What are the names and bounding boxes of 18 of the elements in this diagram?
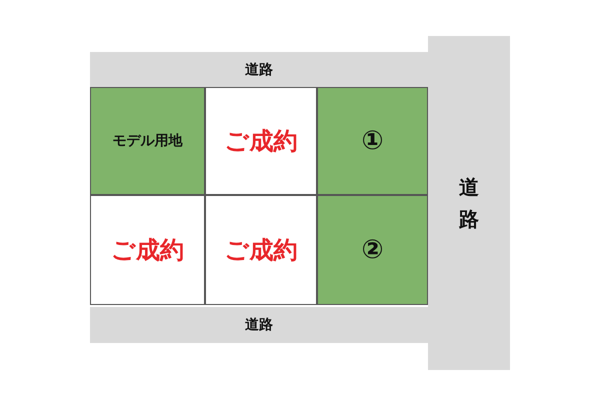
- lot-plot: [205, 87, 317, 195]
- lot-label: ご成約: [111, 235, 184, 266]
- lot-plot: [90, 87, 205, 195]
- road-band: [90, 307, 428, 343]
- road-band: [90, 52, 428, 87]
- lot-label: ②: [361, 235, 384, 265]
- road-band: [428, 36, 510, 370]
- lot-label: モデル用地: [112, 132, 182, 150]
- lot-plot: [317, 87, 428, 195]
- lot-label: ご成約: [224, 126, 298, 157]
- lot-plot: [90, 195, 205, 305]
- lot-label: ①: [361, 126, 384, 156]
- lot-label: ご成約: [224, 235, 298, 266]
- lot-plot: [205, 195, 317, 305]
- road-label: 道路: [245, 60, 273, 78]
- lot-plot: [317, 195, 428, 305]
- road-label: 道路: [245, 316, 273, 334]
- road-label: 道路: [458, 174, 480, 233]
